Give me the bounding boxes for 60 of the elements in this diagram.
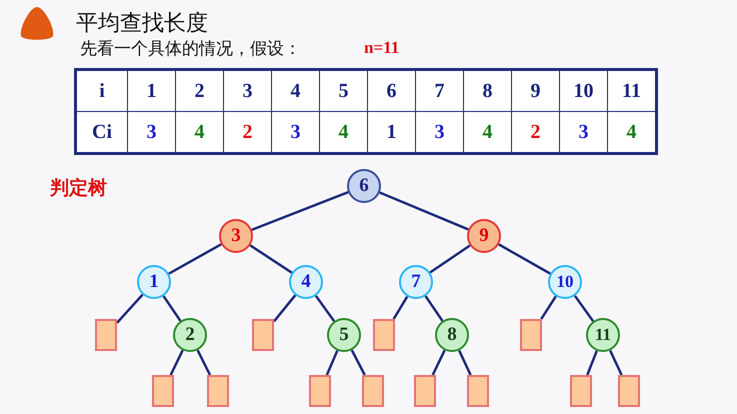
tree-edge	[170, 350, 184, 376]
tree-edge	[273, 294, 296, 322]
title: 平均查找长度	[76, 10, 208, 38]
tree-edge	[586, 350, 598, 376]
tree-edge	[498, 243, 551, 275]
tree-node-circle: 11	[586, 318, 620, 352]
tree-node-circle: 5	[327, 318, 361, 352]
table-cell: 9	[512, 70, 560, 112]
leaf-box	[414, 375, 436, 407]
table-cell: 1	[128, 70, 176, 112]
leaf-box	[152, 375, 174, 407]
tree-label: 判定树	[50, 176, 107, 201]
tree-node-circle: 10	[548, 265, 582, 299]
tree-node-circle: 6	[347, 169, 381, 203]
leaf-box	[520, 319, 542, 351]
leaf-box	[309, 375, 331, 407]
leaf-box	[95, 319, 117, 351]
table-cell: 2	[176, 70, 224, 112]
tree-edge	[250, 244, 292, 274]
tree-edge	[196, 350, 212, 376]
table-cell: 10	[560, 70, 608, 112]
tree-edge	[424, 295, 444, 322]
leaf-box	[373, 319, 395, 351]
leaf-box	[362, 375, 384, 407]
tree-node-circle: 7	[399, 265, 433, 299]
tree-edge	[168, 243, 222, 275]
subtitle: 先看一个具体的情况，假设：	[80, 38, 301, 60]
tree-edge	[162, 295, 182, 322]
tree-edge	[429, 244, 471, 274]
table-cell: 4	[272, 70, 320, 112]
tree-node-circle: 4	[289, 265, 323, 299]
leaf-box	[252, 319, 274, 351]
tree-edge	[350, 350, 366, 376]
table-cell: 5	[320, 70, 368, 112]
tree-edge	[432, 350, 446, 376]
tree-edge	[379, 191, 469, 231]
leaf-box	[618, 375, 640, 407]
tree-node-circle: 8	[435, 318, 469, 352]
leaf-box	[570, 375, 592, 407]
table-cell: 8	[464, 70, 512, 112]
tree-edge	[609, 350, 623, 376]
tree-node-circle: 1	[137, 265, 171, 299]
tree-edge	[116, 294, 144, 324]
tree-node-circle: 2	[173, 318, 207, 352]
tree-edge	[574, 295, 594, 322]
table-cell: 7	[416, 70, 464, 112]
tree-edge	[540, 296, 557, 320]
tree-edge	[251, 191, 349, 231]
table-cell: 3	[224, 70, 272, 112]
tree-edge	[314, 295, 336, 322]
leaf-box	[207, 375, 229, 407]
header-cell: i	[76, 70, 128, 112]
tree-node-circle: 3	[219, 219, 253, 253]
leaf-box	[467, 375, 489, 407]
table-cell: 6	[368, 70, 416, 112]
tree-edge	[458, 350, 472, 376]
tree-edge	[326, 350, 338, 376]
tree-node-circle: 9	[467, 219, 501, 253]
tree-edge	[392, 296, 408, 320]
parameter-text: n=11	[364, 38, 400, 58]
